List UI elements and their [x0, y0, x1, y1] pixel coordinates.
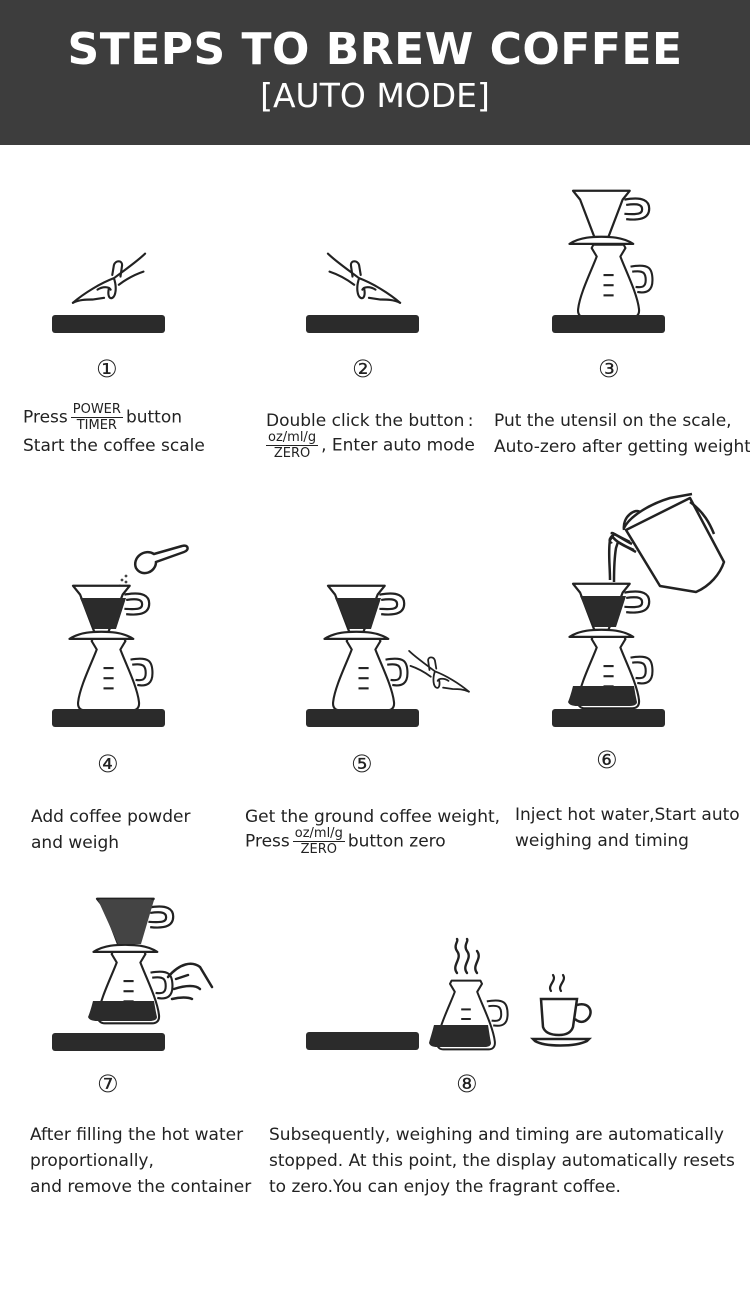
step-5-line2-post: button zero: [347, 831, 446, 852]
step-4-line2: and weigh: [31, 833, 120, 853]
step-2-line2-post: , Enter auto mode: [321, 435, 475, 456]
step-7-text: After filling the hot water proportional…: [30, 1122, 251, 1200]
step-1-number: ①: [96, 355, 118, 383]
hand-press-icon: [71, 252, 147, 304]
step-1-line1-post: button: [125, 407, 183, 428]
step-6-text: Inject hot water,Start auto weighing and…: [515, 802, 740, 854]
scale-icon: [552, 315, 665, 333]
scale-icon: [306, 1032, 419, 1050]
step-7-line3: and remove the container: [30, 1177, 252, 1197]
step-1-line1-pre: Press: [23, 407, 68, 428]
step-6-line2: weighing and timing: [515, 831, 689, 851]
hand-press-icon: [408, 649, 470, 693]
step-3-line2: Auto-zero after getting weight: [494, 437, 750, 457]
gooseneck-kettle-icon: [607, 492, 726, 594]
step-3-number: ③: [598, 355, 620, 383]
step-5-number: ⑤: [351, 750, 373, 778]
hand-press-icon: [326, 252, 402, 304]
scale-icon: [552, 709, 665, 727]
step-4-illustration: [52, 544, 189, 727]
step-2-number: ②: [352, 355, 374, 383]
step-5-line2-pre: Press: [245, 831, 290, 852]
step-7-number: ⑦: [97, 1070, 119, 1098]
step-4-text: Add coffee powder and weigh: [31, 804, 190, 856]
step-2-line1: Double click the button :: [266, 411, 474, 431]
step-4-line1: Add coffee powder: [31, 807, 191, 827]
step-5-illustration: [306, 584, 470, 727]
step-7-line2: proportionally,: [30, 1151, 154, 1171]
coffee-cup-icon: [529, 973, 593, 1047]
step-8-text: Subsequently, weighing and timing are au…: [269, 1122, 735, 1200]
step-3-text: Put the utensil on the scale, Auto-zero …: [494, 408, 750, 460]
page-header: STEPS TO BREW COFFEE [AUTO MODE]: [0, 0, 750, 145]
glass-carafe-icon: [576, 243, 654, 319]
step-8-illustration: [306, 937, 593, 1051]
step-7-line1: After filling the hot water: [30, 1125, 244, 1145]
step-5-line1: Get the ground coffee weight,: [245, 807, 501, 827]
scale-icon: [306, 709, 419, 727]
step-8-line2: stopped. At this point, the display auto…: [269, 1151, 735, 1171]
step-8-number: ⑧: [456, 1070, 478, 1098]
hand-grab-icon: [166, 962, 214, 1001]
glass-carafe-icon: [88, 949, 174, 1025]
step-6-number: ⑥: [596, 746, 618, 774]
coffee-dripper-icon: [568, 189, 651, 246]
step-3-line1: Put the utensil on the scale,: [494, 411, 732, 431]
step-8-line1: Subsequently, weighing and timing are au…: [269, 1125, 724, 1145]
step-3-illustration: [552, 189, 665, 333]
page-subtitle: [AUTO MODE]: [260, 76, 490, 115]
coffee-dripper-icon: [68, 584, 151, 641]
glass-carafe-icon: [429, 979, 509, 1051]
scale-icon: [52, 315, 165, 333]
glass-carafe-icon: [76, 636, 154, 712]
step-6-line1: Inject hot water,Start auto: [515, 805, 740, 825]
glass-carafe-icon: [331, 636, 409, 712]
scale-icon: [306, 315, 419, 333]
step-6-illustration: [552, 492, 726, 727]
scale-icon: [52, 709, 165, 727]
coffee-dripper-icon: [92, 897, 175, 954]
coffee-dripper-icon: [323, 584, 406, 641]
step-1-line2: Start the coffee scale: [23, 436, 205, 456]
scale-icon: [52, 1033, 165, 1051]
step-7-illustration: [52, 897, 214, 1051]
glass-carafe-icon: [568, 634, 654, 710]
page-title: STEPS TO BREW COFFEE: [67, 24, 683, 75]
step-2-illustration: [306, 252, 419, 333]
coffee-dripper-icon: [568, 582, 651, 639]
step-1-illustration: [52, 252, 165, 333]
step-8-line3: to zero.You can enjoy the fragrant coffe…: [269, 1177, 621, 1197]
steam-icon: [454, 937, 480, 975]
step-4-number: ④: [97, 750, 119, 778]
